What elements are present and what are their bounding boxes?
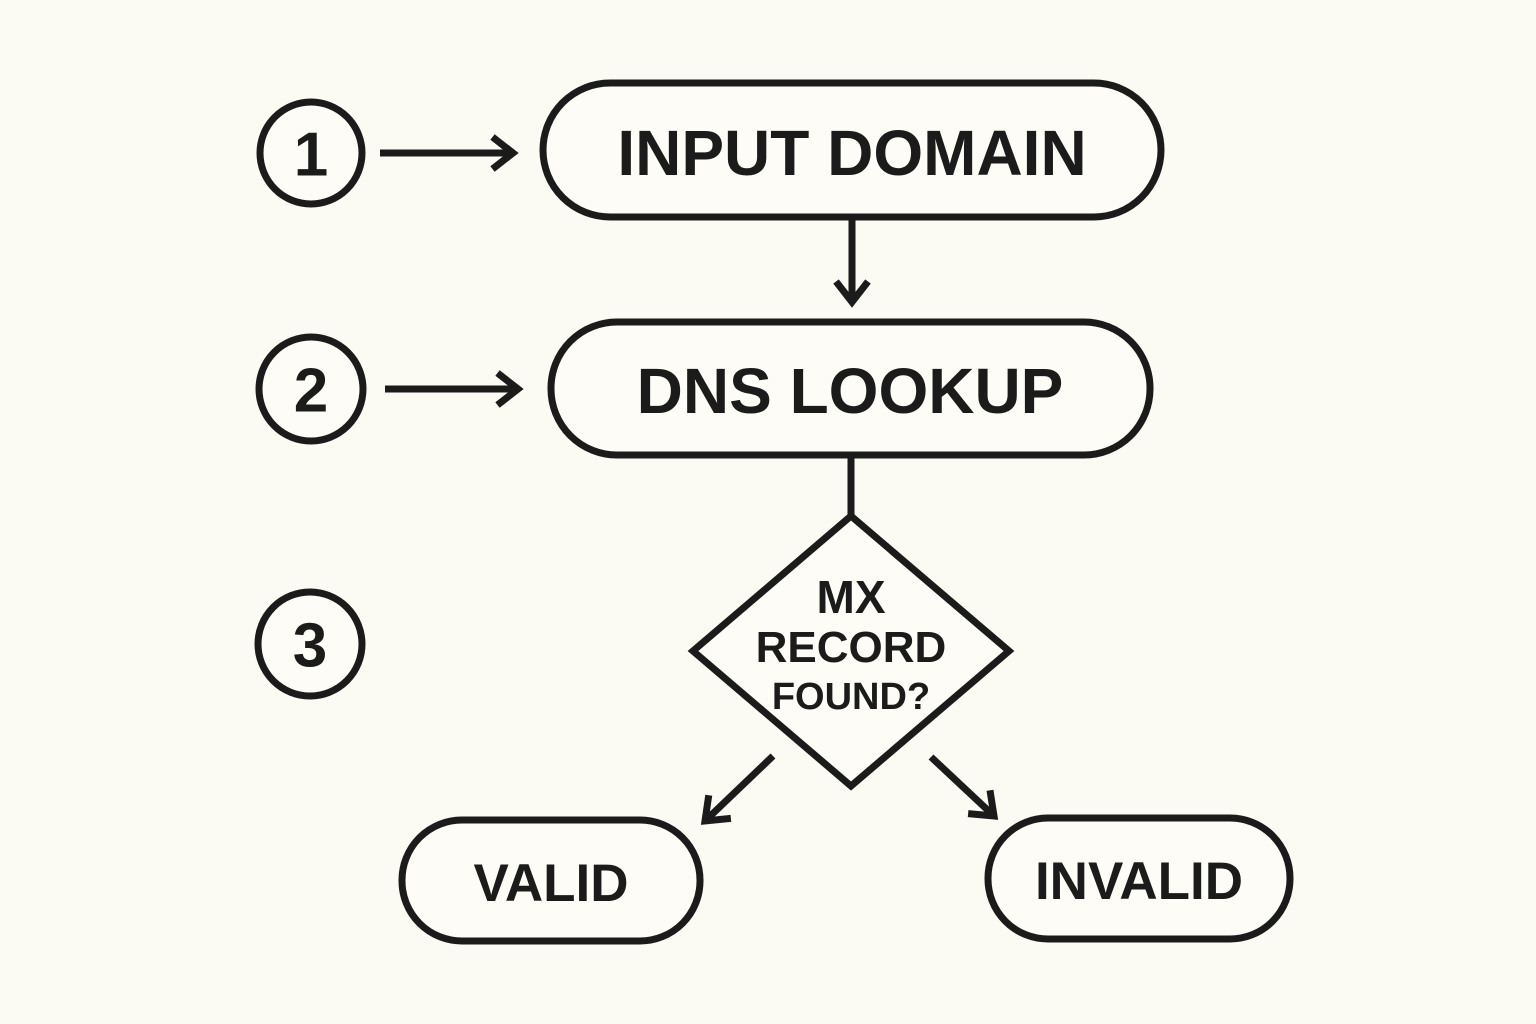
valid-label: VALID [473, 854, 628, 913]
step-3-label: 3 [293, 611, 327, 680]
step-2-label: 2 [294, 356, 328, 425]
arrow-decision-to-valid [700, 753, 776, 825]
node-input-domain: INPUT DOMAIN [539, 79, 1165, 221]
step-marker-1: 1 [256, 98, 519, 208]
decision-label-line-1: MX [817, 571, 886, 623]
step-1-label: 1 [294, 120, 328, 189]
step-3-circle [254, 588, 366, 700]
valid-shape [398, 816, 704, 945]
step-marker-2: 2 [255, 333, 524, 445]
decision-diamond-shape [687, 511, 1015, 791]
dns-lookup-label: DNS LOOKUP [637, 355, 1064, 427]
invalid-label: INVALID [1035, 852, 1243, 911]
step-1-circle [256, 98, 366, 208]
decision-label-line-2: RECORD [756, 623, 947, 672]
decision-label-line-3: FOUND? [772, 676, 930, 718]
input-domain-shape [539, 79, 1165, 221]
node-dns-lookup: DNS LOOKUP [547, 318, 1154, 459]
invalid-shape [984, 814, 1294, 943]
step-marker-3: 3 [254, 588, 366, 700]
node-decision-mx-record: MX RECORD FOUND? [687, 511, 1015, 791]
node-invalid: INVALID [984, 814, 1294, 943]
arrow-decision-to-invalid [928, 754, 999, 820]
node-valid: VALID [398, 816, 704, 945]
input-domain-label: INPUT DOMAIN [617, 117, 1086, 189]
step-2-circle [255, 333, 367, 445]
